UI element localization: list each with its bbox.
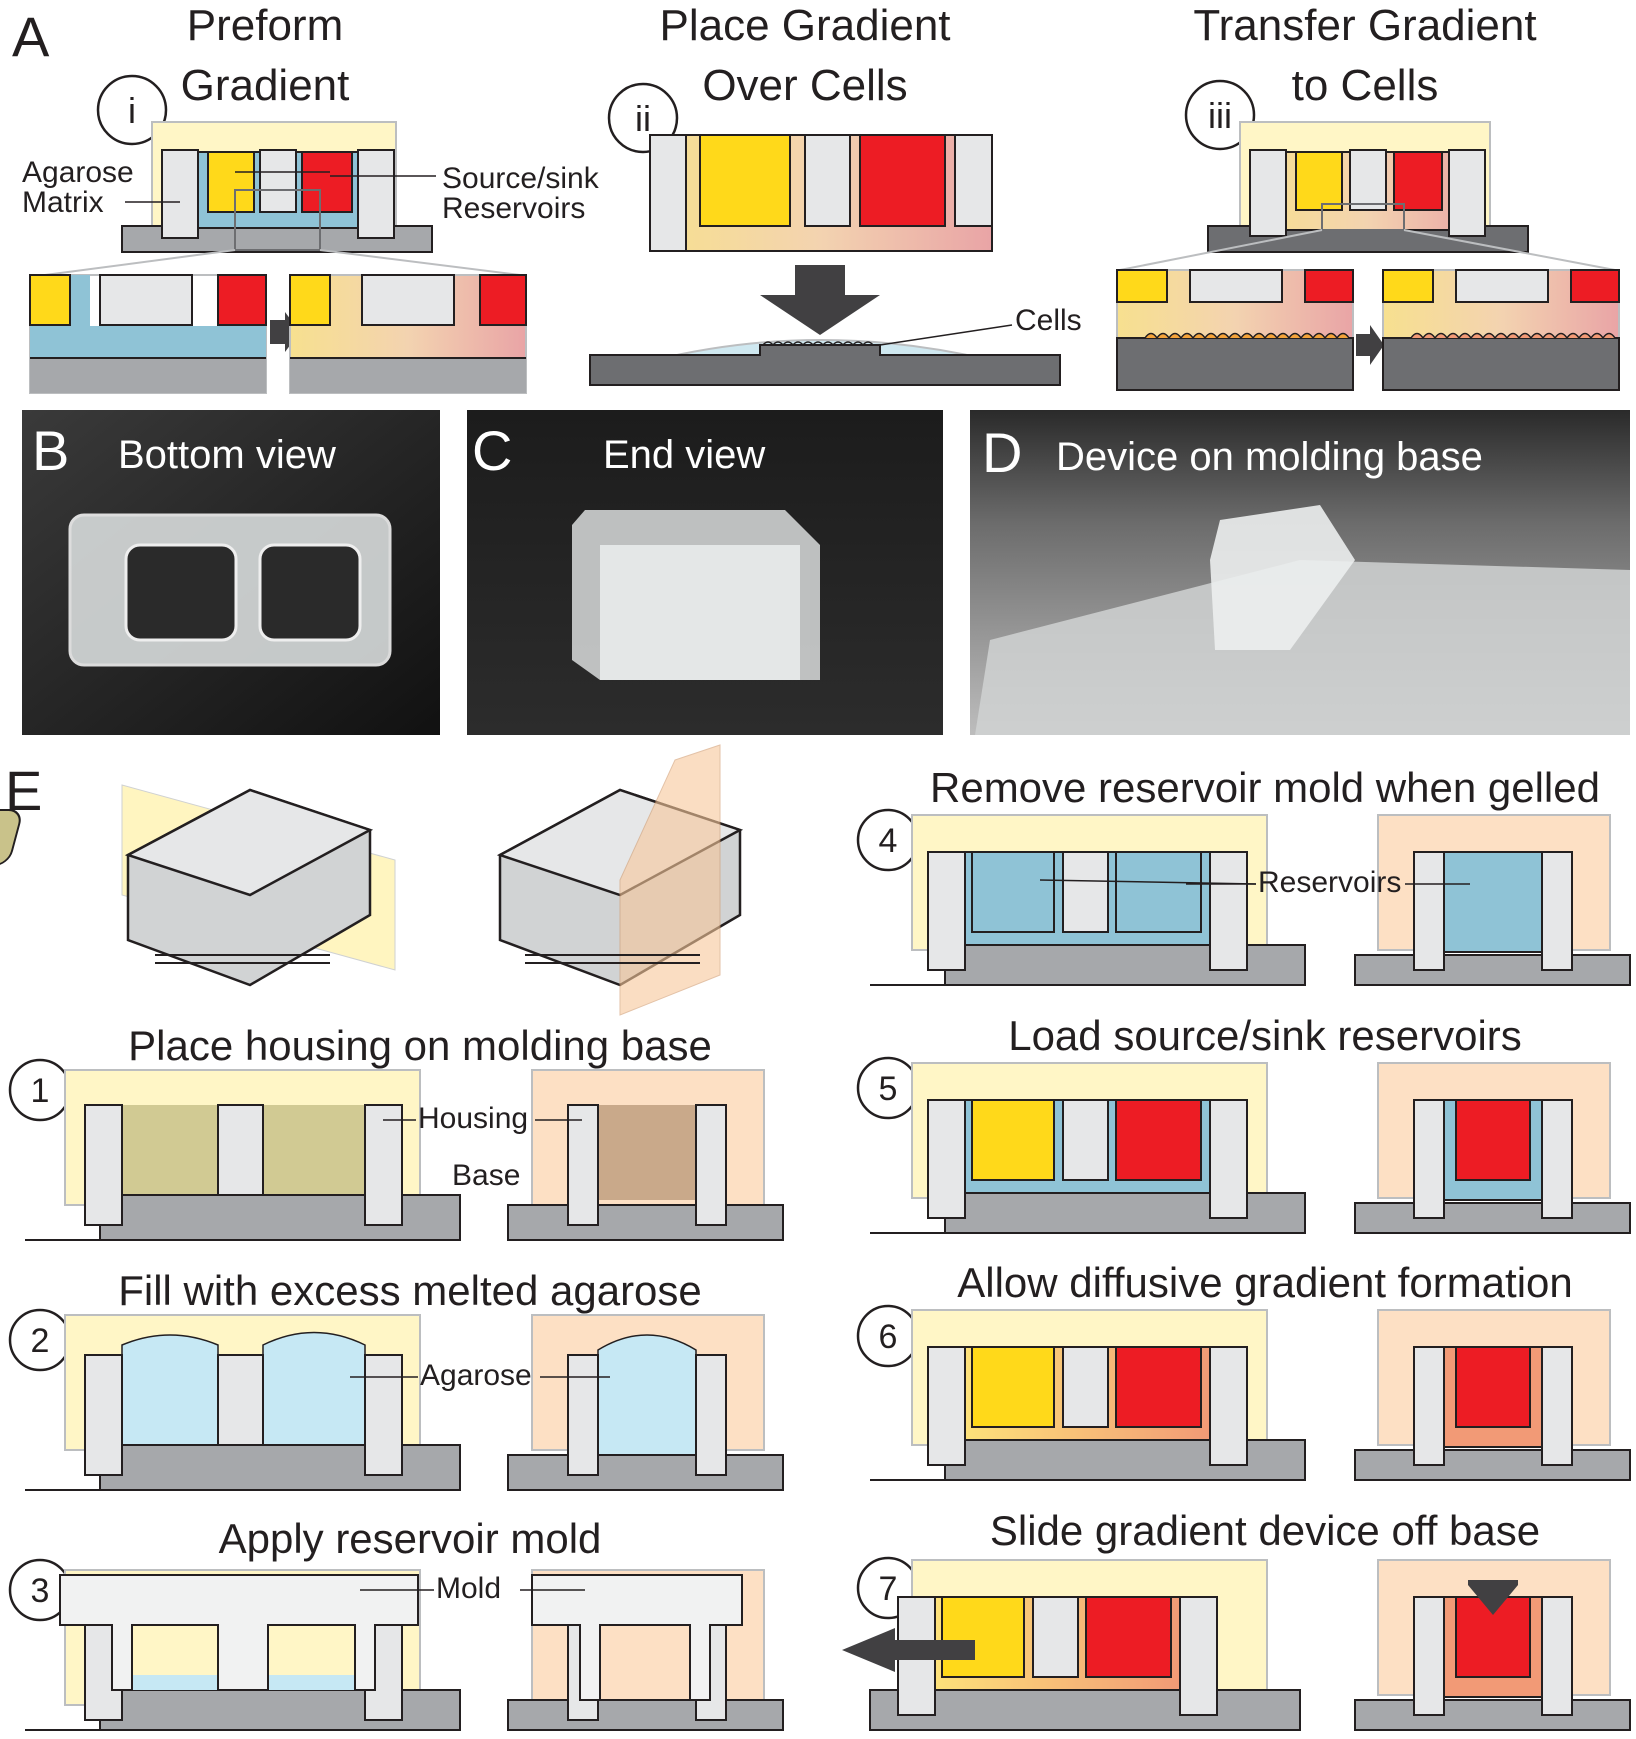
step-1-title: Place housing on molding base xyxy=(128,1022,712,1069)
step-ii-title-line2: Over Cells xyxy=(702,61,907,110)
step-4-title: Remove reservoir mold when gelled xyxy=(930,764,1600,811)
panel-c-photo: C End view xyxy=(467,410,943,735)
step-ii-device xyxy=(649,134,993,252)
step-3-long-section xyxy=(25,1569,461,1731)
label-agarose: Agarose xyxy=(420,1359,532,1392)
label-base: Base xyxy=(452,1159,520,1192)
step-5-marker: 5 xyxy=(879,1070,898,1108)
step-7-long-section xyxy=(869,1559,1301,1731)
step-7-end-section xyxy=(1354,1559,1631,1731)
step-i-title-line2: Gradient xyxy=(181,61,350,110)
step-1-marker: 1 xyxy=(31,1072,50,1110)
label-reservoirs: Reservoirs xyxy=(1258,866,1401,899)
step-iii-arrow xyxy=(1356,325,1384,365)
step-1-long-section xyxy=(25,1069,461,1241)
panel-d-photo: D Device on molding base xyxy=(970,410,1630,735)
panel-d-letter: D xyxy=(982,421,1022,484)
step-i-cross-section xyxy=(44,121,521,276)
step-i-zoom-after xyxy=(289,274,527,394)
housing-3d-orange-plane xyxy=(496,744,744,1016)
step-iii-zoom-after xyxy=(1382,269,1620,391)
step-3-end-section xyxy=(507,1569,784,1731)
step-3-marker: 3 xyxy=(31,1572,50,1610)
panel-c-title: End view xyxy=(603,433,765,477)
step-4-end-section xyxy=(1354,814,1631,986)
step-ii-marker: ii xyxy=(635,98,651,139)
panel-b-title: Bottom view xyxy=(118,433,336,477)
step-iii-marker-circle xyxy=(1184,79,1256,151)
step-2-long-section xyxy=(25,1314,461,1491)
step-4-long-section xyxy=(870,814,1306,986)
step-markers: 1 2 3 4 5 6 7 xyxy=(8,808,920,1622)
step-iii-marker: iii xyxy=(1208,95,1232,136)
step-iii-title-line1: Transfer Gradient xyxy=(1193,1,1536,50)
step-7-title: Slide gradient device off base xyxy=(990,1507,1540,1554)
label-reservoirs-line1: Source/sink xyxy=(442,162,600,195)
step-1-end-section xyxy=(507,1069,784,1241)
panel-a-letter: A xyxy=(12,5,50,68)
step-6-title: Allow diffusive gradient formation xyxy=(957,1259,1573,1306)
step-7-marker: 7 xyxy=(879,1570,898,1608)
step-4-marker: 4 xyxy=(879,822,898,860)
step-2-title: Fill with excess melted agarose xyxy=(118,1267,702,1314)
label-agarose-matrix-line1: Agarose xyxy=(22,156,134,189)
label-housing: Housing xyxy=(418,1102,528,1135)
panel-b-letter: B xyxy=(32,419,69,482)
step-5-end-section xyxy=(1354,1062,1631,1234)
step-i-zoom-before xyxy=(29,274,267,394)
step-ii-title-line1: Place Gradient xyxy=(659,1,950,50)
step-7-press-arrow xyxy=(1468,1580,1518,1615)
label-reservoirs-line2: Reservoirs xyxy=(442,192,585,225)
step-5-long-section xyxy=(870,1062,1306,1234)
step-iii-zoom-before xyxy=(1116,269,1354,391)
step-6-end-section xyxy=(1354,1309,1631,1481)
step-ii-down-arrow xyxy=(760,265,880,335)
label-agarose-matrix-line2: Matrix xyxy=(22,186,104,219)
step-i-title-line1: Preform xyxy=(187,1,343,50)
step-5-title: Load source/sink reservoirs xyxy=(1008,1012,1522,1059)
panel-b-photo: B Bottom view xyxy=(22,410,440,735)
step-3-title: Apply reservoir mold xyxy=(219,1515,602,1562)
step-2-end-section xyxy=(507,1314,784,1491)
step-6-marker: 6 xyxy=(879,1318,898,1356)
step-ii-dish xyxy=(589,339,1061,386)
step-iii-cross-section xyxy=(1119,121,1616,271)
step-i-marker-circle xyxy=(96,74,168,146)
step-7-slide-arrow xyxy=(842,1628,975,1672)
step-iii-title-line2: to Cells xyxy=(1292,61,1439,110)
step-2-marker: 2 xyxy=(31,1322,50,1360)
label-cells: Cells xyxy=(1015,304,1082,337)
label-mold: Mold xyxy=(436,1572,501,1605)
panel-a: A Preform Gradient i Agarose Matrix Sour… xyxy=(12,1,1620,394)
housing-3d-yellow-plane xyxy=(0,784,396,987)
step-i-marker: i xyxy=(128,90,136,131)
panel-e: E Place housing on molding base Fill wit… xyxy=(0,744,1631,1731)
panel-d-title: Device on molding base xyxy=(1056,435,1483,479)
step-6-long-section xyxy=(870,1309,1306,1481)
panel-c-letter: C xyxy=(472,419,512,482)
